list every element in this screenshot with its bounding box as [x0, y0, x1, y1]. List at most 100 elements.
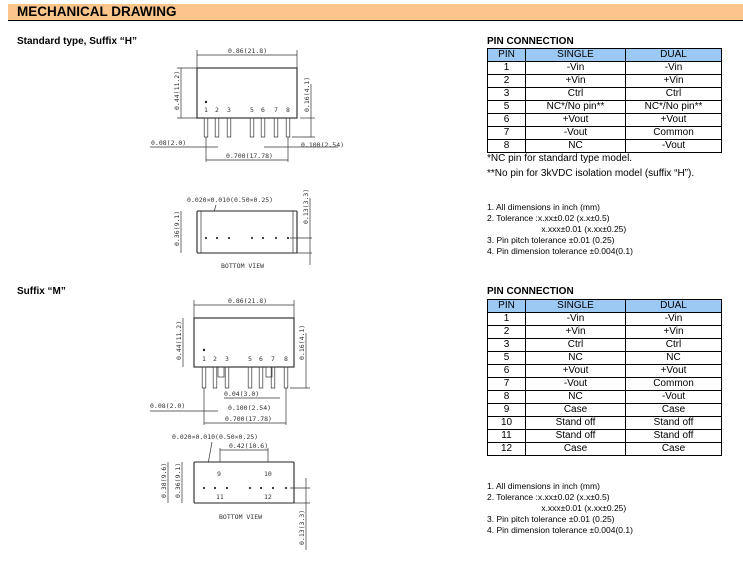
pin-dot [272, 487, 274, 489]
pin-dot [216, 237, 218, 239]
pin-label: 5 [250, 106, 254, 114]
table-cell: 6 [487, 113, 526, 127]
dim-width: 0.86(21.8) [228, 47, 267, 55]
dim-depth: 0.36(9.1) [173, 211, 181, 246]
table-cell: 6 [487, 364, 526, 378]
table-cell: 5 [487, 351, 526, 365]
table-cell: +Vout [525, 364, 626, 378]
pin-connection-title: PIN CONNECTION [487, 286, 574, 297]
table-cell: -Vin [625, 312, 722, 326]
table-cell: Case [525, 442, 626, 456]
bottom-view-label: BOTTOM VIEW [221, 262, 264, 270]
footnote: *NC pin for standard type model. [487, 153, 633, 164]
table-cell: Ctrl [625, 87, 722, 101]
table-cell: -Vout [525, 377, 626, 391]
table-cell: 2 [487, 74, 526, 88]
table-cell: 8 [487, 390, 526, 404]
note-line: 2. Tolerance :x.xx±0.02 (x.x±0.5) [487, 492, 610, 502]
column-header: PIN [487, 48, 526, 62]
table-cell: 7 [487, 377, 526, 391]
pin-dot [262, 237, 264, 239]
footnote: **No pin for 3kVDC isolation model (suff… [487, 168, 695, 179]
pin-dot [287, 237, 289, 239]
table-cell: Ctrl [525, 338, 626, 352]
pin-dot [275, 237, 277, 239]
dim-standoff: 0.04(3.0) [224, 390, 259, 398]
pin-label: 5 [248, 355, 252, 363]
column-header: DUAL [625, 48, 722, 62]
pin [226, 117, 232, 138]
table-cell: +Vin [525, 325, 626, 339]
table-cell: 11 [487, 429, 526, 443]
dim-pin-length: 0.16(4.1) [303, 77, 311, 112]
dim-pin-size: 0.020×0.010(0.50×0.25) [172, 433, 258, 441]
table-cell: -Vin [525, 61, 626, 75]
pin-label: 1 [202, 355, 206, 363]
pin [270, 366, 276, 389]
table-cell: NC*/No pin** [625, 100, 722, 114]
pin-dot [285, 487, 287, 489]
table-cell: Common [625, 126, 722, 140]
pin [201, 366, 207, 389]
column-header: SINGLE [525, 299, 626, 313]
table-cell: Case [525, 403, 626, 417]
table-cell: +Vin [625, 325, 722, 339]
dim-pin-size: 0.020×0.010(0.50×0.25) [187, 196, 273, 204]
standard-type-title: Standard type, Suffix “H” [17, 36, 138, 47]
pin [214, 117, 220, 138]
pin-dot [226, 487, 228, 489]
notes-m: 1. All dimensions in inch (mm)2. Toleran… [487, 481, 633, 536]
table-cell: -Vout [625, 390, 722, 404]
dim-pin-length: 0.16(4.1) [298, 325, 306, 360]
table-cell: +Vout [625, 113, 722, 127]
m-bottom-view: 0.020×0.010(0.50×0.25) 0.42(10.6) 9 10 1… [160, 433, 310, 550]
table-row: 6+Vout+Vout [487, 113, 722, 127]
pin [247, 366, 253, 389]
table-cell: 3 [487, 338, 526, 352]
table-cell: Stand off [625, 429, 722, 443]
dim-height: 0.44(11.2) [175, 321, 183, 360]
pin-dot [249, 487, 251, 489]
section-title: MECHANICAL DRAWING [17, 4, 177, 19]
table-cell: +Vin [525, 74, 626, 88]
table-cell: -Vin [625, 61, 722, 75]
pin-connection-title: PIN CONNECTION [487, 36, 574, 47]
dim-span: 0.700(17.78) [225, 415, 272, 423]
dim-depth: 0.36(9.1) [174, 463, 182, 498]
dim-span: 0.700(17.78) [226, 152, 273, 160]
pin-label: 7 [274, 106, 278, 114]
pin-label: 8 [284, 355, 288, 363]
note-line: x.xxx±0.01 (x.xx±0.25) [487, 503, 627, 513]
table-row: 1-Vin-Vin [487, 61, 722, 75]
table-cell: 2 [487, 325, 526, 339]
h-bottom-view: 0.020×0.010(0.50×0.25) 0.36(9.1) 0.13(3.… [173, 189, 312, 270]
dim-height: 0.44(11.2) [173, 71, 181, 110]
pin-label: 6 [259, 355, 263, 363]
note-line: 3. Pin pitch tolerance ±0.01 (0.25) [487, 514, 615, 524]
dim-pitch: 0.100(2.54) [228, 404, 271, 412]
column-header: SINGLE [525, 48, 626, 62]
note-line: 4. Pin dimension tolerance ±0.004(0.1) [487, 246, 633, 256]
dim-row: 0.13(3.3) [298, 510, 306, 545]
pin-label: 2 [215, 106, 219, 114]
pin-label: 3 [227, 106, 231, 114]
pin [285, 117, 291, 138]
table-cell: +Vout [625, 364, 722, 378]
dim-pitch: 0.100(2.54) [301, 141, 344, 149]
pin-12-label: 12 [264, 493, 272, 501]
bottom-view-label: BOTTOM VIEW [219, 513, 262, 521]
table-cell: Stand off [525, 429, 626, 443]
table-cell: 1 [487, 312, 526, 326]
table-cell: Stand off [525, 416, 626, 430]
pin [224, 366, 230, 389]
